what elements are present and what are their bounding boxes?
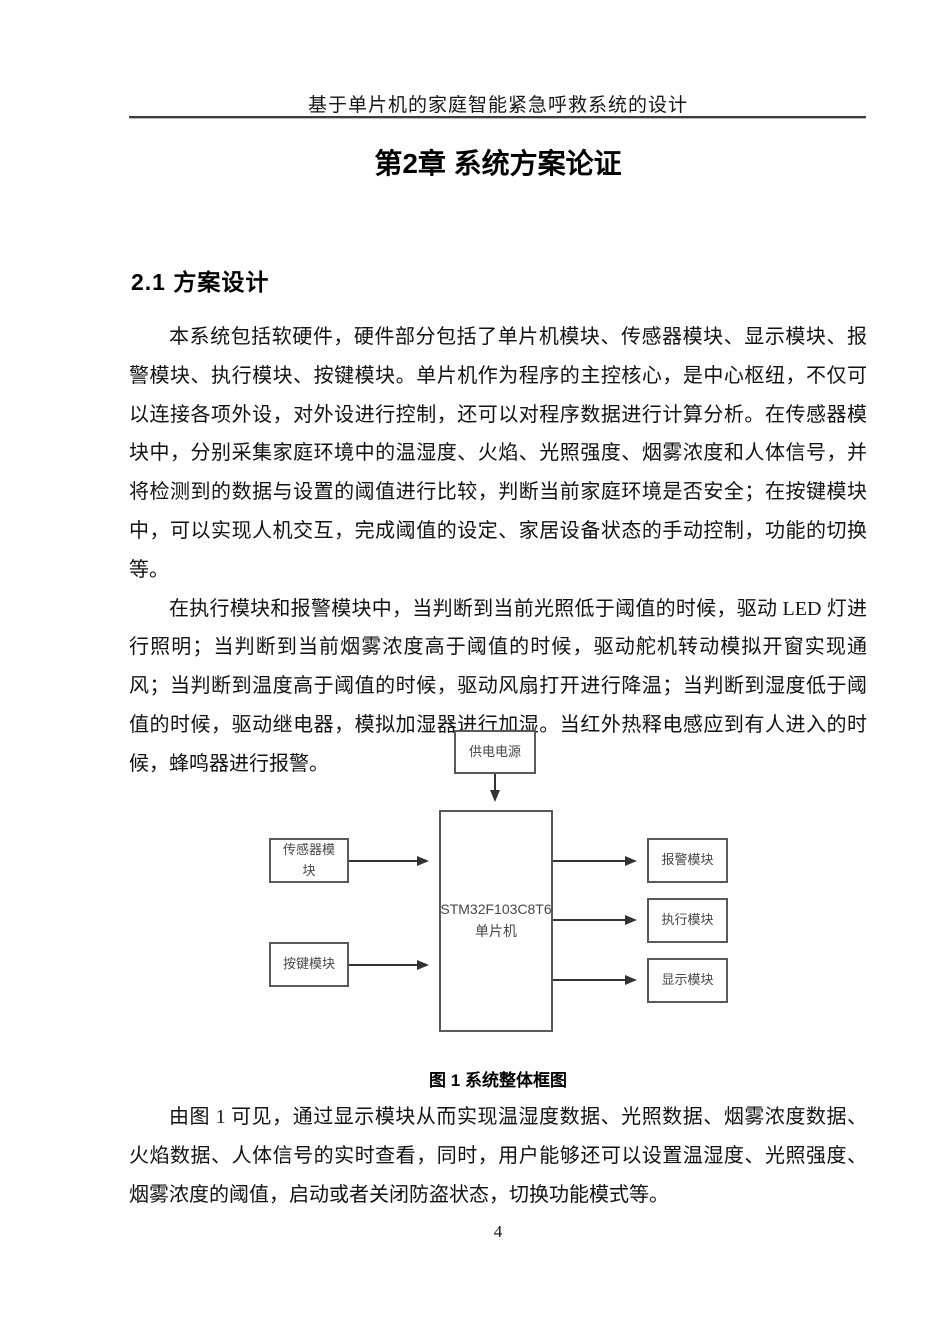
diagram-box-mcu: STM32F103C8T6单片机 <box>439 810 553 1032</box>
section-heading: 2.1 方案设计 <box>131 269 270 295</box>
arrow-right-icon <box>553 856 637 866</box>
figure-system-block-diagram: 供电电源 STM32F103C8T6单片机 传感器模块 按键模块 报警模块 执行… <box>129 725 867 1037</box>
arrow-right-icon <box>553 915 637 925</box>
diagram-box-actuator-module: 执行模块 <box>647 898 728 943</box>
paragraph-3: 由图 1 可见，通过显示模块从而实现温湿度数据、光照数据、烟雾浓度数据、火焰数据… <box>129 1106 867 1206</box>
diagram-box-power-supply: 供电电源 <box>454 730 536 774</box>
arrow-right-icon <box>349 856 429 866</box>
diagram-box-key-module: 按键模块 <box>269 942 349 987</box>
diagram-box-alarm-module: 报警模块 <box>647 838 728 883</box>
body-text-after-figure: 由图 1 可见，通过显示模块从而实现温湿度数据、光照数据、烟雾浓度数据、火焰数据… <box>129 1098 867 1214</box>
running-header: 基于单片机的家庭智能紧急呼救系统的设计 <box>307 95 688 116</box>
body-text-main: 本系统包括软硬件，硬件部分包括了单片机模块、传感器模块、显示模块、报警模块、执行… <box>129 318 867 784</box>
diagram-box-sensor-module: 传感器模块 <box>269 838 349 883</box>
paragraph-1: 本系统包括软硬件，硬件部分包括了单片机模块、传感器模块、显示模块、报警模块、执行… <box>129 326 867 581</box>
chapter-title: 第2章 系统方案论证 <box>374 148 622 179</box>
diagram-box-display-module: 显示模块 <box>647 958 728 1003</box>
header-rule <box>129 116 866 119</box>
figure-caption: 图 1 系统整体框图 <box>429 1071 567 1090</box>
paragraph-2: 在执行模块和报警模块中，当判断到当前光照低于阈值的时候，驱动 LED 灯进行照明… <box>129 597 867 775</box>
arrow-right-icon <box>349 960 429 970</box>
page-number: 4 <box>493 1222 503 1241</box>
arrow-right-icon <box>553 975 637 985</box>
arrow-down-icon <box>490 774 500 802</box>
